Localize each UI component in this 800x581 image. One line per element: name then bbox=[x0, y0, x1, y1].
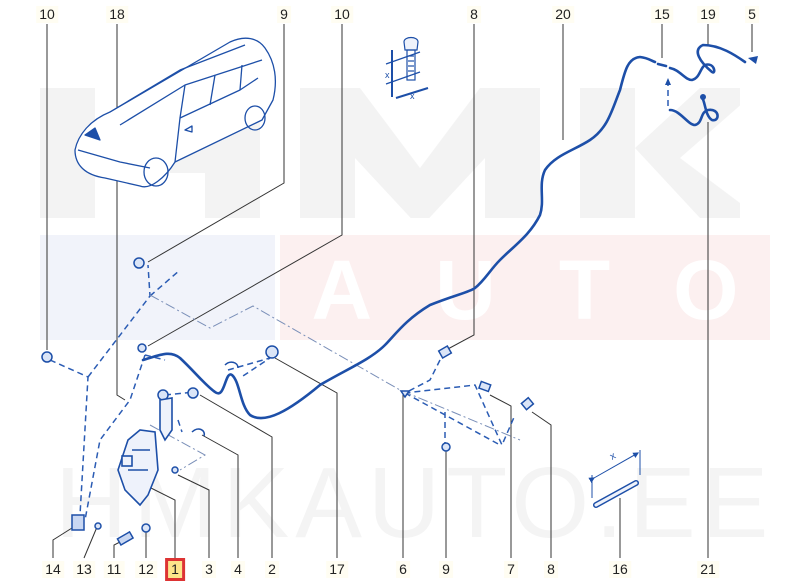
callout-8[interactable]: 8 bbox=[467, 6, 481, 23]
callout-3[interactable]: 3 bbox=[202, 561, 216, 578]
clip-part-4 bbox=[191, 428, 206, 437]
callout-21[interactable]: 21 bbox=[697, 561, 719, 578]
seal-part-12 bbox=[141, 523, 151, 533]
clip-part-2 bbox=[187, 387, 199, 399]
wm-letter: U bbox=[435, 242, 496, 337]
callout-11[interactable]: 11 bbox=[103, 561, 125, 578]
callout-1-highlighted[interactable]: 1 bbox=[165, 558, 185, 581]
callout-6[interactable]: 6 bbox=[396, 561, 410, 578]
wm-letter: T bbox=[558, 242, 611, 337]
washer-pump bbox=[71, 514, 135, 546]
callout-20[interactable]: 20 bbox=[552, 6, 574, 23]
tube-part-16: x bbox=[588, 450, 641, 508]
callout-2[interactable]: 2 bbox=[265, 561, 279, 578]
callout-10b[interactable]: 10 bbox=[331, 6, 353, 23]
callout-13[interactable]: 13 bbox=[73, 561, 95, 578]
screw-part-3 bbox=[171, 466, 179, 474]
clip-part-9b bbox=[441, 442, 451, 452]
callout-18[interactable]: 18 bbox=[106, 6, 128, 23]
pump-part-11 bbox=[116, 530, 135, 546]
pump-part-14 bbox=[71, 514, 85, 531]
callout-10[interactable]: 10 bbox=[36, 6, 58, 23]
connector-part-8 bbox=[437, 345, 453, 359]
watermark-domain-text: HMKAUTO.EE bbox=[55, 446, 775, 559]
washer-hoses bbox=[141, 43, 747, 420]
callout-12[interactable]: 12 bbox=[135, 561, 157, 578]
callout-16[interactable]: 16 bbox=[609, 561, 631, 578]
callout-17[interactable]: 17 bbox=[326, 561, 348, 578]
washer-reservoir bbox=[117, 397, 173, 507]
svg-text:x: x bbox=[385, 70, 390, 80]
callout-19[interactable]: 19 bbox=[697, 6, 719, 23]
tee-part-6 bbox=[399, 390, 411, 399]
clip-part-10 bbox=[41, 351, 53, 363]
bolt-dimension-icon: x x bbox=[385, 36, 429, 101]
fastener-parts bbox=[41, 257, 535, 533]
clip-part-9 bbox=[133, 257, 145, 269]
clip-part-10b bbox=[137, 343, 147, 353]
connector-part-7 bbox=[477, 380, 492, 393]
callout-5[interactable]: 5 bbox=[745, 6, 759, 23]
callout-9[interactable]: 9 bbox=[277, 6, 291, 23]
callout-7[interactable]: 7 bbox=[504, 561, 518, 578]
wm-letter: A bbox=[311, 242, 373, 337]
clip-part-hose bbox=[224, 361, 239, 369]
callout-8b[interactable]: 8 bbox=[544, 561, 558, 578]
watermark-auto-text: A U T O bbox=[280, 240, 770, 340]
svg-text:x: x bbox=[410, 91, 415, 101]
nozzle-connector-icon bbox=[748, 56, 758, 64]
connector-part-8b bbox=[520, 396, 535, 411]
callout-9b[interactable]: 9 bbox=[439, 561, 453, 578]
wm-letter: O bbox=[673, 242, 739, 337]
seal-part-13 bbox=[94, 522, 102, 530]
svg-text:x: x bbox=[608, 451, 618, 463]
callout-15[interactable]: 15 bbox=[651, 6, 673, 23]
assembly-paths bbox=[49, 80, 669, 521]
leader-lines bbox=[46, 24, 753, 559]
grommet-part-17 bbox=[265, 345, 279, 359]
vehicle-locator-icon bbox=[74, 37, 276, 188]
hose-end-connectors bbox=[665, 56, 758, 100]
callout-4[interactable]: 4 bbox=[231, 561, 245, 578]
callout-14[interactable]: 14 bbox=[42, 561, 64, 578]
